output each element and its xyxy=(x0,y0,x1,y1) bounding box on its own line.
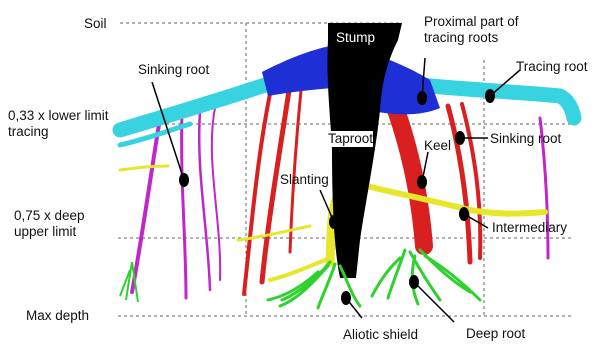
label-tracing-root: Tracing root xyxy=(516,59,588,75)
marker-dot xyxy=(455,131,465,145)
magenta-root xyxy=(182,112,186,298)
marker-dot xyxy=(485,89,495,103)
label-deep-root: Deep root xyxy=(466,326,525,342)
marker-dot xyxy=(417,175,427,189)
intermediary-root xyxy=(350,182,545,214)
marker-dot xyxy=(179,173,189,187)
red-root xyxy=(244,84,272,294)
red-root xyxy=(290,80,302,252)
yellow-root xyxy=(270,258,330,280)
level-deep-upper: 0,75 x deep upper limit xyxy=(14,208,114,240)
marker-dot xyxy=(459,207,469,221)
label-sinking-root-left: Sinking root xyxy=(138,62,209,78)
level-max-depth: Max depth xyxy=(26,308,89,324)
level-soil: Soil xyxy=(84,16,107,32)
label-sinking-root-right: Sinking root xyxy=(490,131,561,147)
proximal-left xyxy=(262,46,332,96)
deep-roots-green xyxy=(268,250,480,308)
label-aliotic-shield: Aliotic shield xyxy=(343,327,418,343)
yellow-root xyxy=(120,166,168,170)
label-taproot: Taproot xyxy=(328,131,373,147)
label-stump: Stump xyxy=(336,30,375,46)
level-tracing-lower: 0,33 x lower limit tracing xyxy=(8,108,114,140)
magenta-root xyxy=(199,112,210,290)
marker-dot xyxy=(341,291,351,305)
deep-root-strand xyxy=(388,250,405,298)
magenta-root xyxy=(212,108,220,280)
marker-dot xyxy=(409,275,419,289)
marker-dot xyxy=(329,215,339,229)
label-proximal: Proximal part of tracing roots xyxy=(424,14,524,46)
label-slanting: Slanting xyxy=(280,172,329,188)
marker-dot xyxy=(417,91,427,105)
label-keel: Keel xyxy=(424,138,451,154)
magenta-root xyxy=(132,118,160,292)
label-intermediary: Intermediary xyxy=(492,220,567,236)
